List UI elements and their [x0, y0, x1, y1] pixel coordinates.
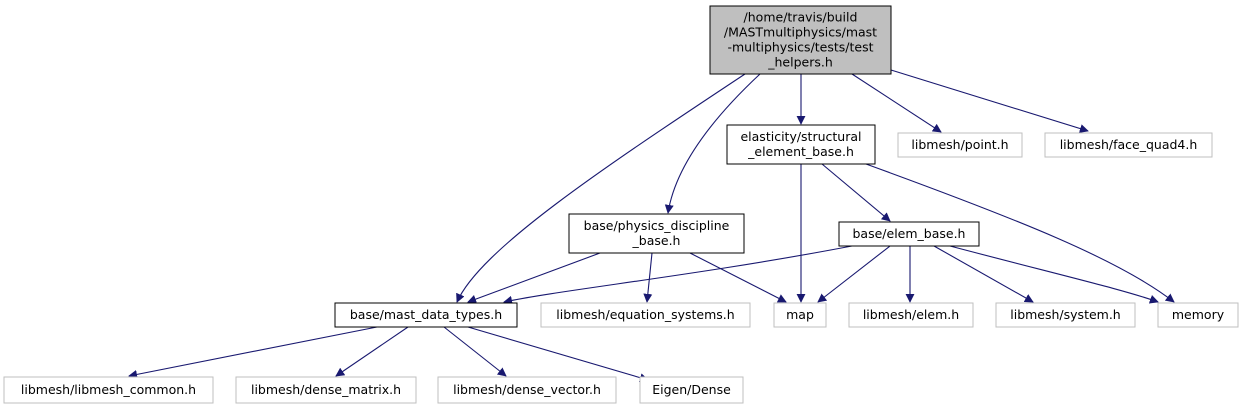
- edges-layer: [128, 69, 1175, 383]
- edge-mast_data_types-to-libmesh_common: [128, 326, 378, 379]
- edge-mast_data_types-to-dense_matrix: [335, 326, 409, 377]
- edge-test_helpers-to-physics_discipline_base: [664, 73, 761, 214]
- node-box: [568, 213, 745, 254]
- edge-arrow: [689, 252, 787, 303]
- edge-physics_discipline_base-to-equation_systems: [643, 252, 653, 303]
- node-box: [1044, 132, 1213, 158]
- node-box: [437, 376, 617, 404]
- edge-elem_base-to-memory: [949, 245, 1159, 304]
- edge-arrow: [128, 326, 378, 379]
- node-box: [709, 5, 892, 75]
- node-elem-base[interactable]: base/elem_base.h: [838, 221, 980, 247]
- node-eigen-dense: Eigen/Dense: [639, 376, 744, 404]
- node-label-line: Eigen/Dense: [652, 382, 731, 397]
- node-equation-systems: libmesh/equation_systems.h: [540, 302, 751, 328]
- node-map: map: [773, 302, 827, 328]
- node-label-line: libmesh/dense_matrix.h: [251, 382, 401, 397]
- edge-structural_element_base-to-elem_base: [821, 163, 891, 222]
- node-mast-data-types[interactable]: base/mast_data_types.h: [334, 302, 518, 328]
- edge-mast_data_types-to-dense_vector: [443, 326, 507, 377]
- edge-mast_data_types-to-eigen_dense: [467, 326, 649, 383]
- node-label-line: elasticity/structural: [740, 129, 861, 144]
- node-label-line: map: [786, 307, 814, 322]
- node-label-line: /MASTmultiphysics/mast: [724, 25, 877, 40]
- node-label-line: _base.h: [632, 233, 681, 248]
- edge-arrow: [467, 252, 601, 304]
- node-label-line: _helpers.h: [767, 55, 833, 70]
- edge-elem_base-to-mast_data_types: [503, 245, 853, 305]
- node-memory: memory: [1157, 302, 1239, 328]
- node-system: libmesh/system.h: [995, 302, 1136, 328]
- edge-structural_element_base-to-memory: [865, 163, 1175, 303]
- node-label-line: libmesh/libmesh_common.h: [21, 382, 196, 397]
- edge-arrow: [335, 326, 409, 377]
- edge-physics_discipline_base-to-map: [689, 252, 787, 303]
- node-box: [235, 376, 417, 404]
- node-box: [726, 124, 876, 165]
- node-label-line: libmesh/dense_vector.h: [453, 382, 601, 397]
- nodes-layer: /home/travis/build/MASTmultiphysics/mast…: [3, 5, 1239, 404]
- node-box: [848, 302, 974, 328]
- edge-arrow: [456, 73, 746, 303]
- edge-arrow: [664, 73, 761, 214]
- edge-arrow: [933, 245, 1034, 303]
- edge-arrow: [890, 69, 1089, 133]
- node-label-line: base/elem_base.h: [853, 226, 966, 241]
- edge-arrow: [949, 245, 1159, 304]
- node-box: [3, 376, 214, 404]
- node-label-line: _element_base.h: [747, 144, 854, 159]
- node-label-line: libmesh/elem.h: [863, 307, 959, 322]
- edge-elem_base-to-map: [817, 245, 891, 303]
- edge-physics_discipline_base-to-mast_data_types: [467, 252, 601, 304]
- node-face-quad4: libmesh/face_quad4.h: [1044, 132, 1213, 158]
- node-label-line: libmesh/equation_systems.h: [556, 307, 734, 322]
- node-label-line: libmesh/point.h: [911, 137, 1008, 152]
- node-box: [995, 302, 1136, 328]
- node-box: [838, 221, 980, 247]
- edge-arrow: [817, 245, 891, 303]
- node-label-line: libmesh/face_quad4.h: [1060, 137, 1198, 152]
- edge-test_helpers-to-face_quad4: [890, 69, 1089, 133]
- node-box: [773, 302, 827, 328]
- node-point: libmesh/point.h: [897, 132, 1023, 158]
- edge-arrow: [503, 245, 853, 305]
- node-label-line: base/physics_discipline: [584, 218, 730, 233]
- edge-arrow: [443, 326, 507, 377]
- node-elem: libmesh/elem.h: [848, 302, 974, 328]
- node-physics-discipline-base[interactable]: base/physics_discipline_base.h: [568, 213, 745, 254]
- node-label-line: base/mast_data_types.h: [350, 307, 502, 322]
- edge-test_helpers-to-point: [851, 73, 942, 133]
- node-dense-matrix: libmesh/dense_matrix.h: [235, 376, 417, 404]
- node-test-helpers[interactable]: /home/travis/build/MASTmultiphysics/mast…: [709, 5, 892, 75]
- node-libmesh-common: libmesh/libmesh_common.h: [3, 376, 214, 404]
- node-box: [1157, 302, 1239, 328]
- node-box: [334, 302, 518, 328]
- edge-arrow: [865, 163, 1175, 303]
- node-label-line: libmesh/system.h: [1010, 307, 1120, 322]
- node-label-line: /home/travis/build: [744, 10, 858, 25]
- node-box: [639, 376, 744, 404]
- node-label-line: memory: [1172, 307, 1225, 322]
- edge-test_helpers-to-mast_data_types: [456, 73, 746, 303]
- node-structural-element-base[interactable]: elasticity/structural_element_base.h: [726, 124, 876, 165]
- edge-arrow: [851, 73, 942, 133]
- edge-arrow: [643, 252, 653, 303]
- node-label-line: -multiphysics/tests/test: [727, 40, 873, 55]
- node-dense-vector: libmesh/dense_vector.h: [437, 376, 617, 404]
- node-box: [540, 302, 751, 328]
- edge-arrow: [821, 163, 891, 222]
- edge-arrow: [467, 326, 649, 383]
- node-box: [897, 132, 1023, 158]
- edge-elem_base-to-system: [933, 245, 1034, 303]
